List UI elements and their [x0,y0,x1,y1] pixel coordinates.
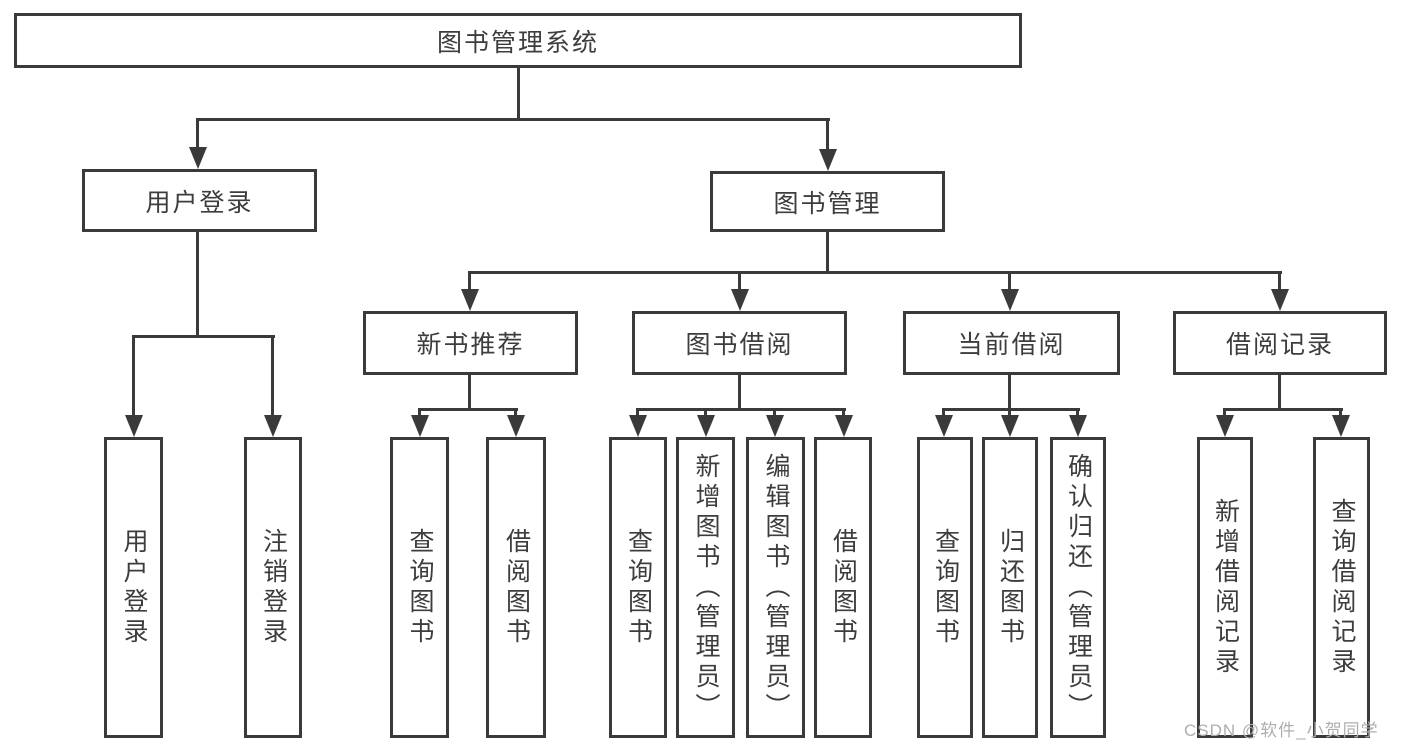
node-root-label: 图书管理系统 [436,28,599,57]
node-book-borrowing: 图书借阅 [632,311,847,375]
connector-book-mgmt-split [468,271,1282,274]
leaf-bb-edit-books-admin: 编辑图书（管理员） [746,437,805,738]
connector-borrow-records-split [1223,408,1343,411]
leaf-bb-borrow-books: 借阅图书 [814,437,872,738]
leaf-cb-confirm-return-admin-label: 确认归还（管理员） [1064,452,1093,723]
connector-book-mgmt-trunk [826,232,829,271]
connector-stem-nb-borrow [514,408,517,417]
leaf-logout: 注销登录 [244,437,302,738]
node-new-book-recommend: 新书推荐 [363,311,578,375]
arrow-to-cb-return [1001,415,1019,437]
node-root-library-system: 图书管理系统 [14,13,1022,68]
connector-stem-user-login [196,118,199,148]
node-user-login-module: 用户登录 [82,169,317,232]
arrow-to-br-query [1332,415,1350,437]
leaf-br-query-record: 查询借阅记录 [1313,437,1370,738]
arrow-to-bb-add [697,415,715,437]
connector-new-books-split [418,408,518,411]
node-new-book-recommend-label: 新书推荐 [416,331,525,359]
connector-current-borrow-trunk [1008,375,1011,408]
connector-stem-bb-edit [773,408,776,417]
node-book-management-module: 图书管理 [710,171,945,232]
connector-stem-nb-query [418,408,421,417]
connector-stem-login-leaf [132,335,135,416]
leaf-br-add-record: 新增借阅记录 [1197,437,1253,738]
arrow-to-new-books [461,289,479,311]
connector-new-books-trunk [468,375,471,408]
leaf-nb-query-books: 查询图书 [390,437,449,738]
arrow-to-cb-query [935,415,953,437]
connector-book-borrow-trunk [738,375,741,408]
node-book-management-label: 图书管理 [773,189,882,218]
connector-borrow-records-trunk [1278,375,1281,408]
node-book-borrowing-label: 图书借阅 [685,331,794,359]
connector-current-borrow-split [942,408,1080,411]
arrow-to-user-login [189,147,207,169]
leaf-cb-return-books-label: 归还图书 [996,527,1025,648]
arrow-to-cb-confirm [1069,415,1087,437]
leaf-nb-borrow-books: 借阅图书 [486,437,546,738]
connector-stem-book-borrow [738,271,741,291]
leaf-logout-label: 注销登录 [259,527,288,648]
arrow-to-borrow-records [1271,289,1289,311]
connector-stem-cb-confirm [1076,408,1079,417]
leaf-bb-query-books: 查询图书 [609,437,667,738]
arrow-to-current-borrow [1001,289,1019,311]
node-user-login-label: 用户登录 [145,188,254,217]
connector-stem-cb-query [942,408,945,417]
arrow-to-nb-borrow [507,415,525,437]
leaf-bb-query-books-label: 查询图书 [624,527,653,648]
connector-stem-br-query [1339,408,1342,417]
leaf-user-login: 用户登录 [104,437,163,738]
connector-stem-bb-borrow [842,408,845,417]
leaf-bb-add-books-admin: 新增图书（管理员） [676,437,735,738]
connector-stem-borrow-records [1278,271,1281,291]
leaf-user-login-label: 用户登录 [120,527,148,648]
connector-stem-current-borrow [1008,271,1011,291]
leaf-bb-edit-books-admin-label: 编辑图书（管理员） [762,452,790,723]
node-borrowing-records: 借阅记录 [1173,311,1387,375]
arrow-to-bb-borrow [835,415,853,437]
arrow-to-bb-edit [766,415,784,437]
leaf-nb-borrow-books-label: 借阅图书 [502,527,531,648]
leaf-bb-add-books-admin-label: 新增图书（管理员） [692,452,720,723]
arrow-to-logout-leaf [264,415,282,437]
arrow-to-bb-query [629,415,647,437]
leaf-br-add-record-label: 新增借阅记录 [1211,497,1240,678]
node-current-borrowing: 当前借阅 [903,311,1120,375]
arrow-to-book-mgmt [819,149,837,171]
csdn-watermark: CSDN @软件_小贺同学 [1184,721,1379,740]
connector-root-trunk [517,68,520,118]
leaf-nb-query-books-label: 查询图书 [406,527,434,648]
connector-book-borrow-split [636,408,846,411]
arrow-to-br-add [1216,415,1234,437]
connector-user-login-trunk [196,232,199,335]
connector-stem-br-add [1223,408,1226,417]
arrow-to-book-borrow [731,289,749,311]
leaf-cb-query-books-label: 查询图书 [931,527,960,648]
connector-stem-new-books [468,271,471,291]
arrow-to-nb-query [411,415,429,437]
connector-stem-book-mgmt [826,118,829,150]
node-current-borrowing-label: 当前借阅 [957,331,1066,359]
connector-stem-bb-query [636,408,639,417]
node-borrowing-records-label: 借阅记录 [1225,331,1334,359]
connector-root-split [196,118,830,121]
arrow-to-login-leaf [125,415,143,437]
leaf-br-query-record-label: 查询借阅记录 [1328,497,1356,678]
connector-stem-bb-add [704,408,707,417]
leaf-cb-return-books: 归还图书 [982,437,1038,738]
leaf-bb-borrow-books-label: 借阅图书 [829,527,858,648]
leaf-cb-query-books: 查询图书 [917,437,973,738]
connector-stem-cb-return [1008,408,1011,417]
connector-stem-logout-leaf [271,335,274,416]
leaf-cb-confirm-return-admin: 确认归还（管理员） [1050,437,1106,738]
connector-user-login-split [132,335,275,338]
